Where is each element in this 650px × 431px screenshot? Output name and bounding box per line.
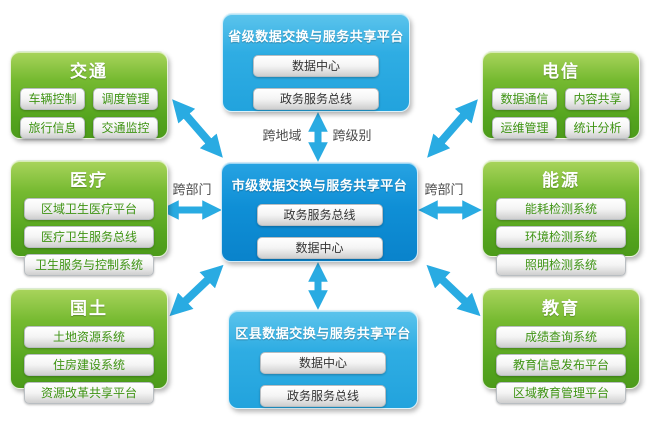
arrow-municipal-education [426,264,481,317]
sector-item: 土地资源系统 [24,326,154,348]
sector-item: 统计分析 [565,117,630,139]
sector-item: 医疗卫生服务总线 [24,226,154,248]
sector-item: 教育信息发布平台 [496,354,626,376]
platform-items-municipal: 政务服务总线 数据中心 [222,194,417,259]
sector-box-land: 国土 土地资源系统 住房建设系统 资源改革共享平台 [10,288,168,404]
arrow-telecom-municipal [427,99,478,158]
sector-title-energy: 能源 [542,171,580,190]
platform-item: 政务服务总线 [260,385,386,407]
sector-items-education: 成绩查询系统 教育信息发布平台 区域教育管理平台 [483,319,639,404]
platform-box-municipal: 市级数据交换与服务共享平台 政务服务总线 数据中心 [221,162,418,262]
sector-item: 资源改革共享平台 [24,382,154,404]
sector-items-land: 土地资源系统 住房建设系统 资源改革共享平台 [11,319,167,404]
platform-item: 数据中心 [260,352,386,374]
platform-box-provincial: 省级数据交换与服务共享平台 数据中心 政务服务总线 [222,13,410,112]
sector-item: 运维管理 [492,117,557,139]
sector-item: 车辆控制 [20,88,85,110]
sector-title-transport: 交通 [70,62,108,81]
sector-item: 区域教育管理平台 [496,382,626,404]
sector-item: 旅行信息 [20,117,85,139]
arrow-land-municipal [169,264,224,317]
sector-items-energy: 能耗检测系统 环境检测系统 照明检测系统 [483,191,639,276]
platform-item: 政务服务总线 [253,88,379,110]
platform-items-district: 数据中心 政务服务总线 [229,342,417,407]
sector-items-telecom: 数据通信 内容共享 运维管理 统计分析 [483,82,639,139]
arrow-transport-municipal [172,99,223,158]
platform-title-provincial: 省级数据交换与服务共享平台 [228,29,404,44]
platform-items-provincial: 数据中心 政务服务总线 [223,45,409,110]
sector-item: 成绩查询系统 [496,326,626,348]
sector-items-medical: 区域卫生医疗平台 医疗卫生服务总线 卫生服务与控制系统 [11,191,167,276]
sector-item: 调度管理 [93,88,158,110]
platform-item: 数据中心 [253,55,379,77]
edge-label-cross-dept-right: 跨部门 [424,182,464,197]
platform-box-district: 区县数据交换与服务共享平台 数据中心 政务服务总线 [228,310,418,409]
platform-item: 数据中心 [256,237,383,259]
sector-title-land: 国土 [70,299,108,318]
sector-item: 数据通信 [492,88,557,110]
platform-title-district: 区县数据交换与服务共享平台 [235,326,411,341]
sector-item: 卫生服务与控制系统 [24,254,154,276]
sector-item: 交通监控 [93,117,158,139]
sector-item: 住房建设系统 [24,354,154,376]
sector-item: 内容共享 [565,88,630,110]
sector-title-telecom: 电信 [542,62,580,81]
sector-item: 环境检测系统 [496,226,626,248]
sector-box-transport: 交通 车辆控制 调度管理 旅行信息 交通监控 [10,51,168,139]
sector-box-education: 教育 成绩查询系统 教育信息发布平台 区域教育管理平台 [482,288,640,404]
sector-item: 能耗检测系统 [496,198,626,220]
sector-box-medical: 医疗 区域卫生医疗平台 医疗卫生服务总线 卫生服务与控制系统 [10,160,168,276]
edge-label-cross-dept-left: 跨部门 [172,182,212,197]
sector-box-energy: 能源 能耗检测系统 环境检测系统 照明检测系统 [482,160,640,276]
sector-item: 照明检测系统 [496,254,626,276]
sector-title-education: 教育 [542,299,580,318]
sector-items-transport: 车辆控制 调度管理 旅行信息 交通监控 [11,82,167,139]
platform-title-municipal: 市级数据交换与服务共享平台 [231,178,408,193]
sector-title-medical: 医疗 [70,171,108,190]
edge-label-cross-region: 跨地域 [262,128,302,143]
sector-item: 区域卫生医疗平台 [24,198,154,220]
edge-label-cross-level: 跨级别 [332,128,372,143]
platform-item: 政务服务总线 [256,204,383,226]
sector-box-telecom: 电信 数据通信 内容共享 运维管理 统计分析 [482,51,640,139]
